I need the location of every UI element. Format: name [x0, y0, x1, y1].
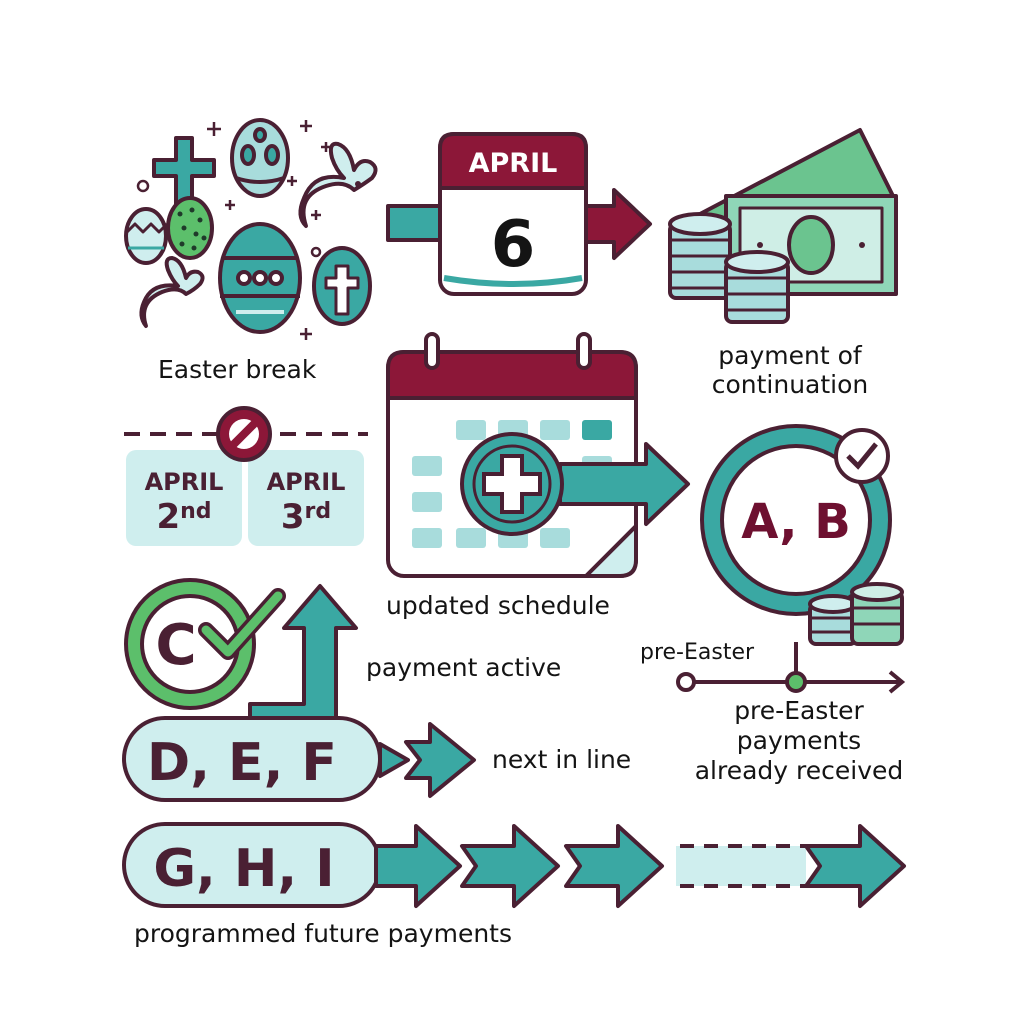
payment-of-continuation-label: payment of continuation	[711, 341, 869, 399]
arrow-icon	[378, 722, 476, 798]
next-in-line-label: next in line	[492, 745, 632, 774]
easter-break-label: Easter break	[158, 355, 317, 384]
egg-icon	[218, 222, 302, 334]
easter-cluster	[124, 118, 378, 340]
programmed-future-payments-label: programmed future payments	[134, 919, 513, 948]
pre-easter-received-label: pre-Easter payments already received	[694, 696, 904, 785]
egg-icon	[230, 118, 290, 198]
sparkle-icon	[207, 120, 331, 340]
skipped-date-card	[248, 450, 364, 546]
arrow-icon	[558, 442, 690, 526]
skipped-date-month: APRIL	[267, 468, 346, 496]
group-c-label: C	[155, 613, 196, 678]
calendar-icon	[438, 132, 588, 296]
group-c-badge	[124, 578, 256, 710]
payment-active-label: payment active	[366, 653, 562, 682]
egg-icon	[124, 207, 169, 265]
pre-easter-marker-label: pre-Easter	[640, 640, 755, 665]
coins-icon	[808, 582, 904, 646]
skipped-date-day: 2nd	[156, 497, 211, 537]
checkmark-icon	[834, 428, 890, 484]
prohibited-icon	[216, 406, 272, 462]
calendar-day: 6	[491, 208, 536, 282]
skipped-date-day: 3rd	[281, 497, 331, 537]
plus-icon	[460, 432, 564, 536]
calendar-month: APRIL	[469, 148, 558, 179]
updated-schedule-label: updated schedule	[386, 591, 610, 620]
coins-icon	[668, 212, 790, 324]
group-ab-label: A, B	[741, 494, 851, 550]
skipped-date-card	[126, 450, 242, 546]
skipped-date-month: APRIL	[145, 468, 224, 496]
checkmark-icon	[198, 588, 286, 660]
pre-easter-timeline	[676, 642, 906, 694]
egg-icon	[166, 196, 214, 260]
bunny-icon	[298, 141, 378, 228]
skipped-dates	[124, 406, 368, 546]
future-payments-arrows	[374, 824, 906, 908]
group-def-label: D, E, F	[147, 733, 337, 793]
arrow-icon	[386, 188, 652, 260]
group-ghi-label: G, H, I	[153, 839, 334, 899]
bunny-icon	[139, 256, 205, 328]
egg-icon	[312, 246, 372, 326]
